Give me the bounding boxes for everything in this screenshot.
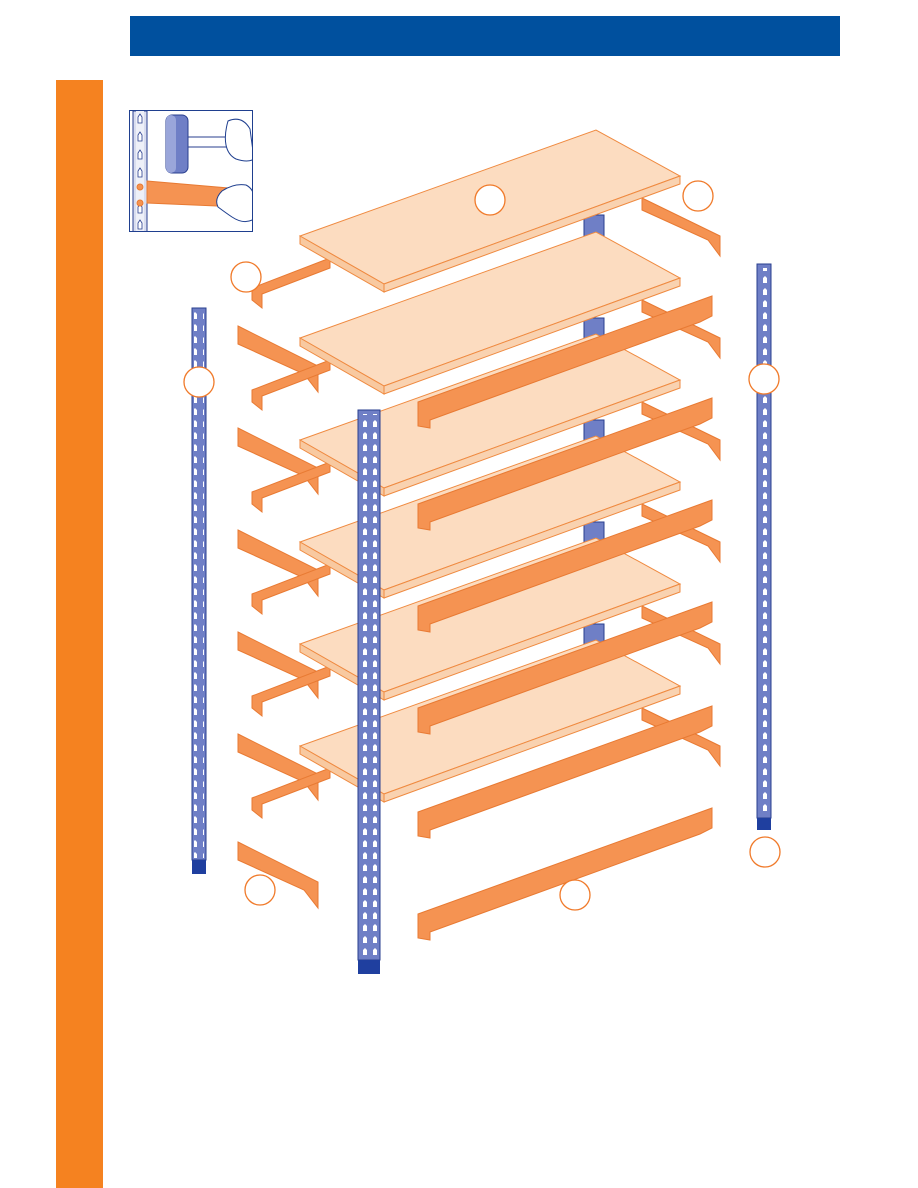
shelf-boards <box>300 130 680 802</box>
header-bar <box>130 16 840 56</box>
right-upright <box>757 264 771 830</box>
left-short-beam-callout <box>231 262 261 292</box>
shelf-callout <box>475 185 505 215</box>
front-upright <box>358 410 380 974</box>
right-short-beam-callout <box>683 181 713 211</box>
upright-detail-icon <box>133 111 147 232</box>
back-upright <box>584 215 604 648</box>
side-bar <box>56 80 103 1188</box>
callouts <box>184 181 780 910</box>
hand-icon <box>217 119 253 221</box>
foot-callout <box>750 837 780 867</box>
back-long-beams <box>252 258 330 818</box>
bottom-left-beam-callout <box>245 875 275 905</box>
assembly-detail-inset <box>129 110 253 232</box>
bottom-long-beam-callout <box>560 880 590 910</box>
front-long-beams <box>418 296 712 940</box>
left-upright-callout <box>184 367 214 397</box>
left-short-beams <box>238 326 318 908</box>
right-upright-callout <box>749 364 779 394</box>
right-short-beams <box>642 198 720 766</box>
left-upright <box>192 308 206 874</box>
